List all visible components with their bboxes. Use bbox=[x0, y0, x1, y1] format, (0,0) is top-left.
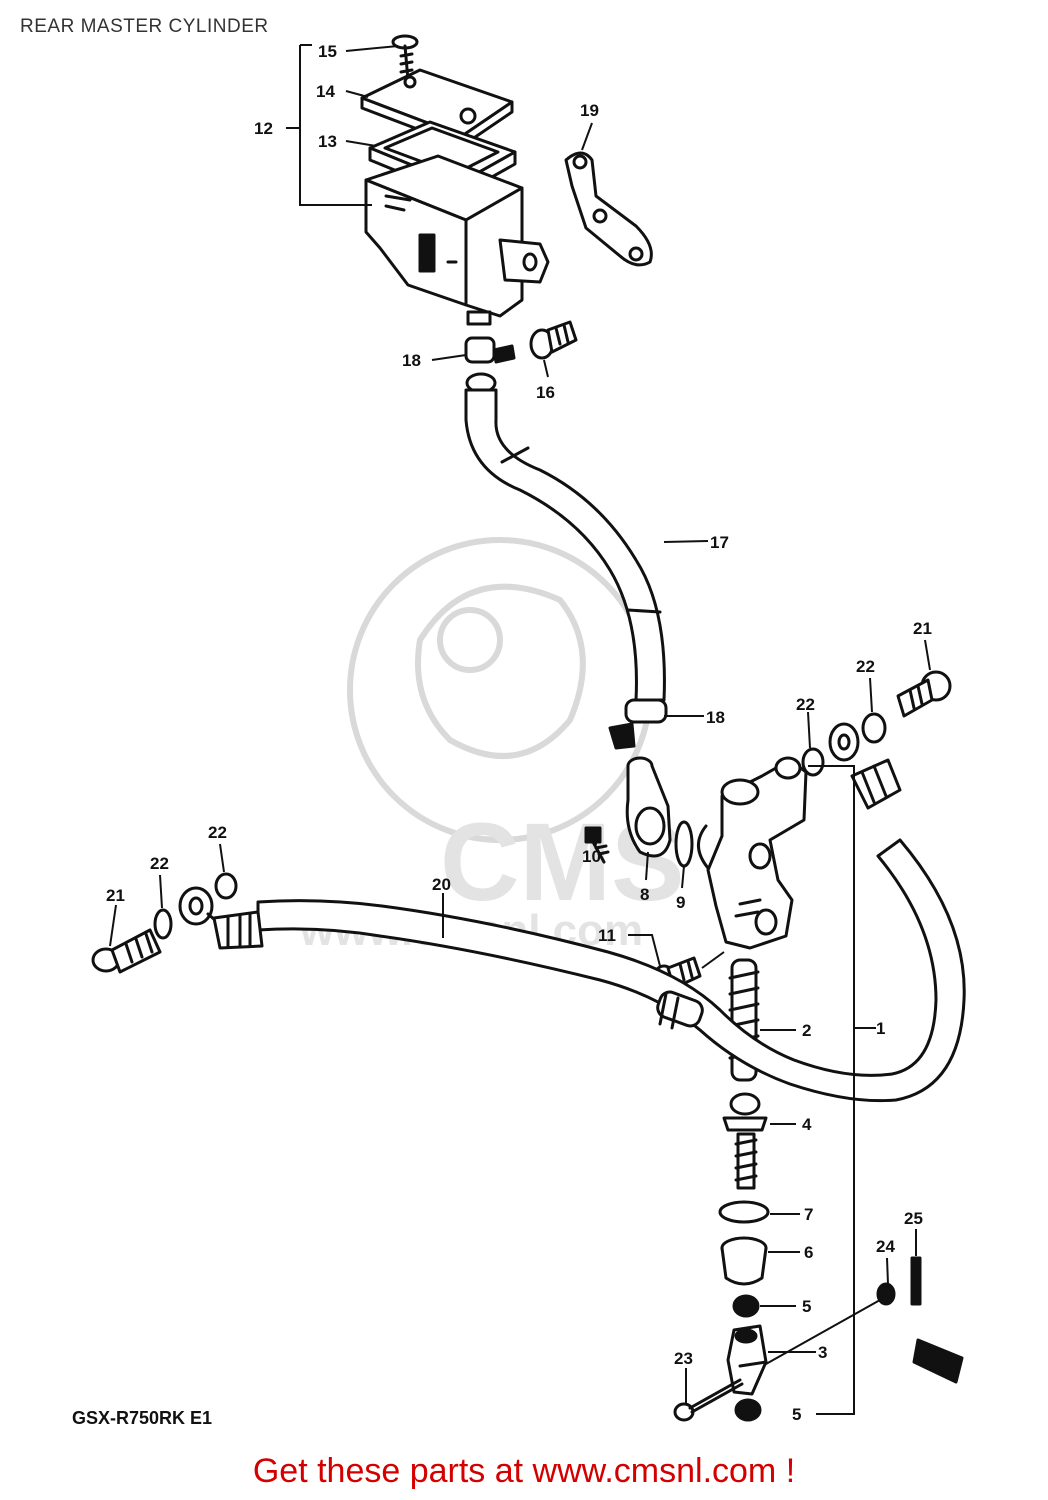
callout-17: 17 bbox=[710, 533, 729, 552]
exploded-parts-diagram: CMS www.cmsnl.com bbox=[91, 34, 966, 1424]
callout-11: 11 bbox=[598, 926, 616, 945]
part-push-rod-4 bbox=[722, 1092, 768, 1190]
part-bolt-23 bbox=[673, 1378, 744, 1422]
part-clevis-3 bbox=[726, 1324, 768, 1396]
part-washer-22-right-a bbox=[861, 712, 887, 744]
part-union-bolt-21-left bbox=[91, 928, 162, 974]
part-banjo-right bbox=[828, 722, 860, 762]
callout-22-right-a: 22 bbox=[856, 657, 875, 676]
part-screw-15 bbox=[391, 34, 419, 82]
part-washer-24 bbox=[876, 1282, 896, 1306]
callout-22-left-b: 22 bbox=[208, 823, 227, 842]
footer-parts-link[interactable]: Get these parts at www.cmsnl.com ! bbox=[252, 1452, 796, 1490]
callout-14: 14 bbox=[316, 82, 335, 101]
part-washer-22-left-b bbox=[214, 872, 238, 900]
part-reservoir-hose-17 bbox=[464, 388, 666, 702]
callout-16: 16 bbox=[536, 383, 555, 402]
callout-9: 9 bbox=[676, 893, 685, 912]
callout-4: 4 bbox=[802, 1115, 812, 1134]
part-nut-5-upper bbox=[732, 1294, 760, 1318]
callout-13: 13 bbox=[318, 132, 337, 151]
part-washer-22-right-b bbox=[801, 747, 825, 777]
callout-22-right-b: 22 bbox=[796, 695, 815, 714]
part-master-cylinder-1 bbox=[697, 756, 808, 950]
callout-21-right: 21 bbox=[913, 619, 932, 638]
page-title: REAR MASTER CYLINDER bbox=[20, 16, 269, 37]
callout-5-upper: 5 bbox=[802, 1297, 811, 1316]
callout-8: 8 bbox=[640, 885, 649, 904]
callout-12: 12 bbox=[254, 119, 273, 138]
part-hose-clip-18-upper bbox=[464, 336, 516, 394]
part-banjo-left bbox=[178, 886, 264, 950]
leader-lines bbox=[109, 44, 931, 1415]
part-washer-22-left-a bbox=[153, 908, 173, 940]
part-circlip-7 bbox=[718, 1200, 770, 1224]
callout-15: 15 bbox=[318, 42, 337, 61]
callout-2: 2 bbox=[802, 1021, 811, 1040]
part-loose-bottom-right bbox=[912, 1338, 964, 1384]
callout-19: 19 bbox=[580, 101, 599, 120]
part-reservoir-12 bbox=[364, 154, 550, 326]
part-screw-10 bbox=[584, 826, 610, 864]
part-union-bolt-21-right bbox=[896, 670, 952, 718]
part-bolt-16 bbox=[529, 320, 578, 360]
callout-18-lower: 18 bbox=[706, 708, 725, 727]
callout-6: 6 bbox=[804, 1243, 813, 1262]
callout-20: 20 bbox=[432, 875, 451, 894]
callout-25: 25 bbox=[904, 1209, 923, 1228]
callout-7: 7 bbox=[804, 1205, 813, 1224]
part-bracket-19 bbox=[564, 151, 653, 267]
part-nut-5-lower bbox=[734, 1398, 762, 1422]
callout-1: 1 bbox=[876, 1019, 885, 1038]
callout-10: 10 bbox=[582, 847, 601, 866]
callout-21-left: 21 bbox=[106, 886, 125, 905]
callout-5-lower: 5 bbox=[792, 1405, 801, 1424]
part-cotter-pin-25 bbox=[910, 1256, 922, 1306]
callout-22-left-a: 22 bbox=[150, 854, 169, 873]
model-code-label: GSX-R750RK E1 bbox=[72, 1408, 213, 1428]
part-boot-6 bbox=[720, 1236, 768, 1286]
callout-23: 23 bbox=[674, 1349, 693, 1368]
callout-labels: 15 14 12 13 19 18 16 17 18 21 22 22 10 8… bbox=[106, 42, 932, 1424]
callout-3: 3 bbox=[818, 1343, 827, 1362]
part-brake-hose-20 bbox=[256, 758, 966, 1103]
part-o-ring-9 bbox=[674, 820, 694, 868]
part-hose-clip-18-lower bbox=[608, 698, 668, 750]
callout-18-upper: 18 bbox=[402, 351, 421, 370]
callout-24: 24 bbox=[876, 1237, 895, 1256]
part-union-8 bbox=[625, 756, 672, 858]
